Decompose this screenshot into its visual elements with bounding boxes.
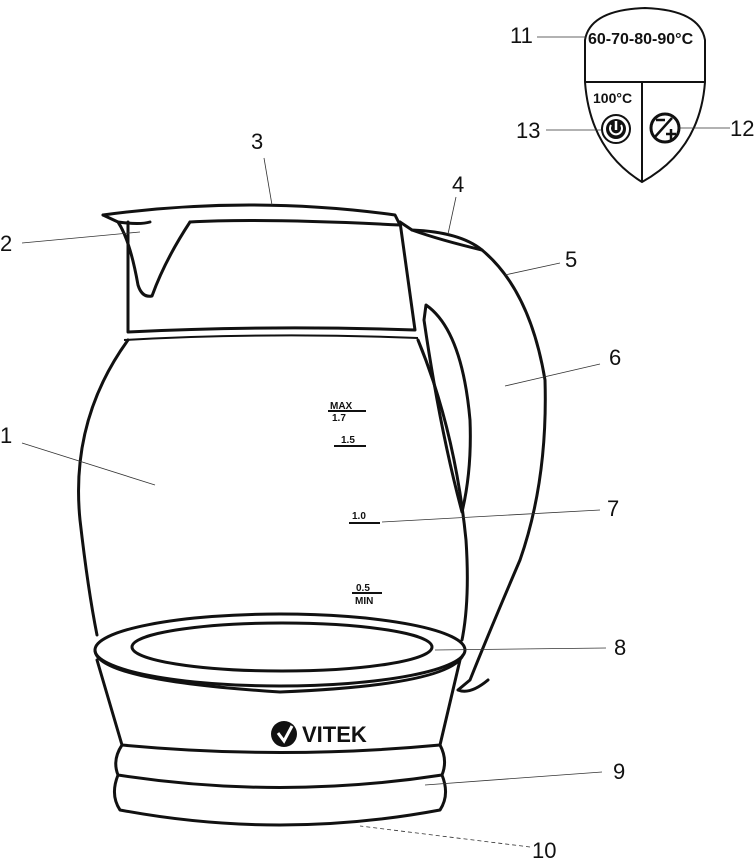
lid [101,203,402,227]
body [77,338,130,637]
temperature-options: 60-70-80-90°C [588,31,694,48]
callout-3: 3 [251,129,263,154]
boil-label: 100°C [593,90,632,106]
callout-8: 8 [614,635,626,660]
scale-1-5: 1.5 [341,435,355,446]
callout-9: 9 [613,759,625,784]
base [95,658,462,754]
callout-6: 6 [609,345,621,370]
scale-1-7: 1.7 [332,413,346,424]
scale-min: MIN [355,596,373,607]
spout [101,213,192,298]
callout-7: 7 [607,496,619,521]
callout-1: 1 [0,423,12,448]
power-icon[interactable] [601,114,631,144]
brand-logo: VITEK [302,722,367,747]
scale-max: MAX [330,401,353,412]
callout-10: 10 [532,838,556,860]
callout-11: 11 [510,23,533,48]
control-panel: 60-70-80-90°C 100°C [584,6,706,184]
scale-1-0: 1.0 [352,511,366,522]
callout-2: 2 [0,231,12,256]
callout-13: 13 [516,118,540,143]
scale-0-5: 0.5 [356,583,370,594]
callout-5: 5 [565,247,577,272]
callout-12: 12 [730,116,754,141]
callout-4: 4 [452,172,464,197]
handle [398,220,547,693]
temperature-adjust-icon[interactable] [649,112,681,144]
